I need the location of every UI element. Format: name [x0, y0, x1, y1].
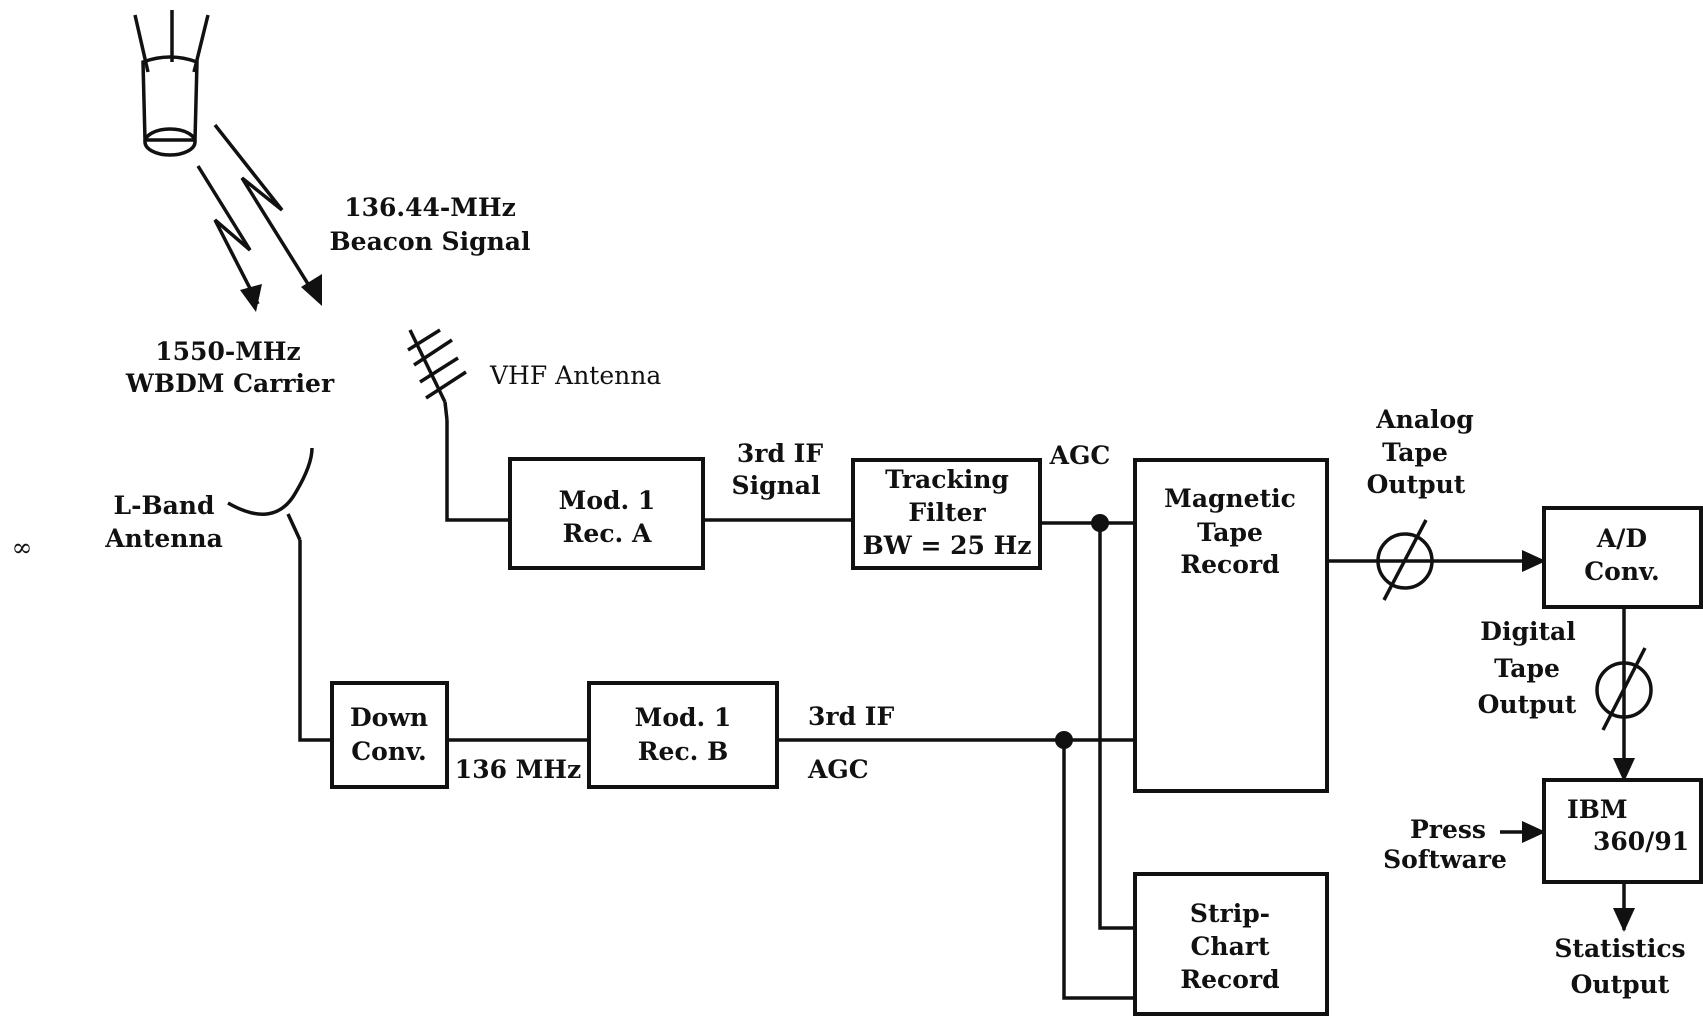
beacon-freq-label: 136.44-MHz [344, 193, 516, 222]
strip-chart-line-2: Chart [1191, 932, 1270, 961]
third-if-label-1: 3rd IF [737, 439, 823, 468]
box-ibm-360: IBM 360/91 [1542, 778, 1703, 884]
box-tracking-filter: Tracking Filter BW = 25 Hz [851, 458, 1042, 570]
digital-label-3: Output [1478, 690, 1577, 719]
agc-b-label: AGC [807, 755, 869, 784]
carrier-freq-label: 1550-MHz [155, 337, 300, 366]
filter-line-1: Tracking [885, 465, 1009, 494]
analog-tape-reel-icon [1376, 519, 1434, 601]
third-if-label-2: Signal [732, 471, 821, 500]
signal-lightning-arrows [196, 123, 322, 312]
ibm-line-1: IBM [1567, 795, 1628, 824]
statistics-label-1: Statistics [1554, 934, 1685, 963]
analog-label-1: Analog [1375, 405, 1473, 434]
lband-antenna-icon [227, 447, 314, 541]
magnetic-line-3: Record [1180, 550, 1279, 579]
connection-lines [298, 420, 1635, 1000]
ibm-line-2: 360/91 [1593, 827, 1689, 856]
strip-chart-line-1: Strip- [1190, 899, 1270, 928]
agc-top-label: AGC [1049, 441, 1111, 470]
statistics-label-2: Output [1571, 970, 1670, 999]
digital-label-1: Digital [1480, 617, 1575, 646]
filter-line-3: BW = 25 Hz [863, 531, 1032, 560]
rec-b-line-1: Mod. 1 [635, 703, 732, 732]
magnetic-line-2: Tape [1197, 518, 1263, 547]
magnetic-line-1: Magnetic [1164, 484, 1296, 513]
third-if-b-label: 3rd IF [808, 702, 894, 731]
box-rec-a: Mod. 1 Rec. A [508, 457, 705, 570]
box-down-conv: Down Conv. [330, 681, 449, 789]
analog-label-2: Tape [1382, 438, 1448, 467]
side-mark: ∞ [12, 533, 33, 562]
strip-chart-line-3: Record [1180, 965, 1279, 994]
down-conv-line-1: Down [350, 703, 428, 732]
lband-label-2: Antenna [104, 524, 223, 553]
lband-label-1: L-Band [114, 491, 215, 520]
vhf-antenna-icon [407, 328, 467, 421]
rec-b-line-2: Rec. B [638, 737, 728, 766]
rec-a-line-2: Rec. A [563, 519, 652, 548]
vhf-antenna-label: VHF Antenna [489, 361, 661, 390]
analog-label-3: Output [1367, 470, 1466, 499]
box-magnetic-tape-record: Magnetic Tape Record [1133, 458, 1329, 793]
digital-label-2: Tape [1494, 654, 1560, 683]
down-conv-line-2: Conv. [351, 737, 426, 766]
ad-conv-line-2: Conv. [1584, 557, 1659, 586]
box-ad-conv: A/D Conv. [1542, 506, 1703, 609]
ad-conv-line-1: A/D [1596, 524, 1647, 553]
box-rec-b: Mod. 1 Rec. B [587, 681, 779, 789]
satellite-icon [133, 10, 210, 157]
press-label-1: Press [1410, 815, 1486, 844]
mhz-136-label: 136 MHz [455, 755, 581, 784]
press-label-2: Software [1383, 845, 1507, 874]
filter-line-2: Filter [908, 498, 986, 527]
rec-a-line-1: Mod. 1 [559, 486, 656, 515]
carrier-name-label: WBDM Carrier [125, 369, 335, 398]
digital-tape-reel-icon [1595, 647, 1653, 731]
box-strip-chart-record: Strip- Chart Record [1133, 872, 1329, 1016]
beacon-signal-label: Beacon Signal [330, 227, 531, 256]
